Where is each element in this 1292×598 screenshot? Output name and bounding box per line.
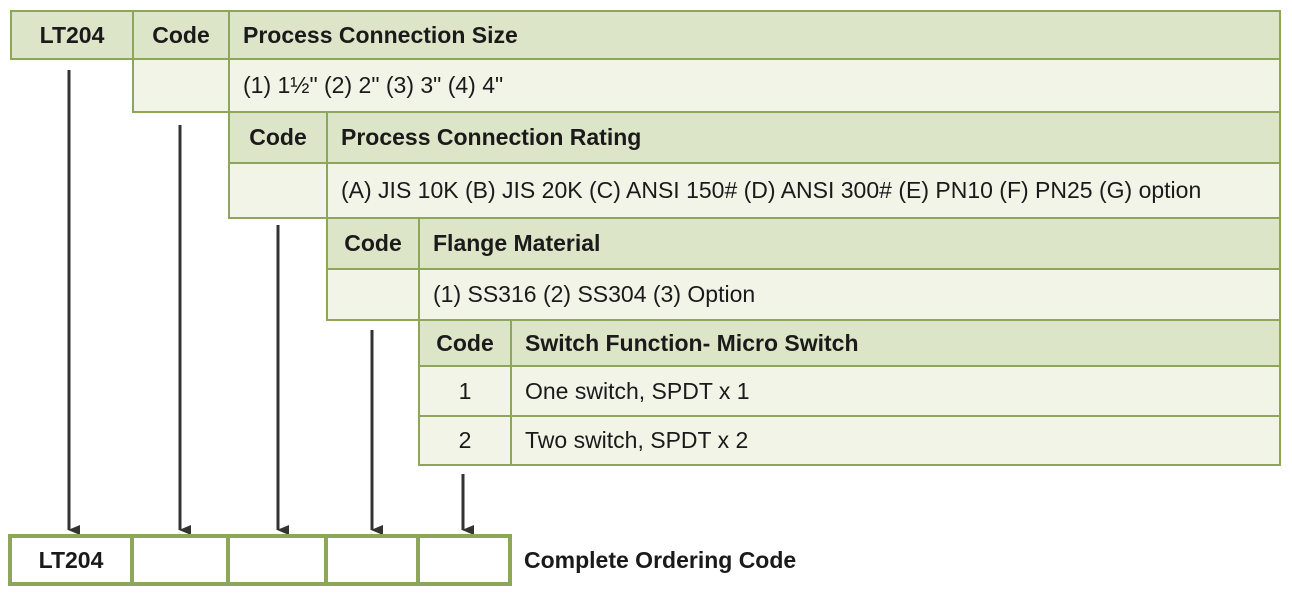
ordering-flange-box <box>324 534 420 586</box>
ordering-rating-box <box>226 534 328 586</box>
size-code-header: Code <box>132 10 228 60</box>
size-title: Process Connection Size <box>228 10 1281 60</box>
switch-row-code: 2 <box>418 417 510 466</box>
switch-code-header: Code <box>418 321 510 367</box>
flange-code-cell <box>326 270 418 321</box>
rating-code-header: Code <box>228 113 326 164</box>
switch-row-code: 1 <box>418 367 510 417</box>
flange-options: (1) SS316 (2) SS304 (3) Option <box>418 270 1281 321</box>
switch-row-desc: Two switch, SPDT x 2 <box>510 417 1281 466</box>
switch-row-desc: One switch, SPDT x 1 <box>510 367 1281 417</box>
rating-options: (A) JIS 10K (B) JIS 20K (C) ANSI 150# (D… <box>326 164 1281 219</box>
size-code-cell <box>132 60 228 113</box>
rating-code-cell <box>228 164 326 219</box>
size-options: (1) 1½" (2) 2" (3) 3" (4) 4" <box>228 60 1281 113</box>
rating-title: Process Connection Rating <box>326 113 1281 164</box>
model-code-header: LT204 <box>10 10 132 60</box>
ordering-model-box: LT204 <box>8 534 134 586</box>
flange-code-header: Code <box>326 219 418 270</box>
ordering-switch-box <box>416 534 512 586</box>
ordering-label: Complete Ordering Code <box>524 546 797 573</box>
switch-title: Switch Function- Micro Switch <box>510 321 1281 367</box>
ordering-size-box <box>130 534 230 586</box>
flange-title: Flange Material <box>418 219 1281 270</box>
